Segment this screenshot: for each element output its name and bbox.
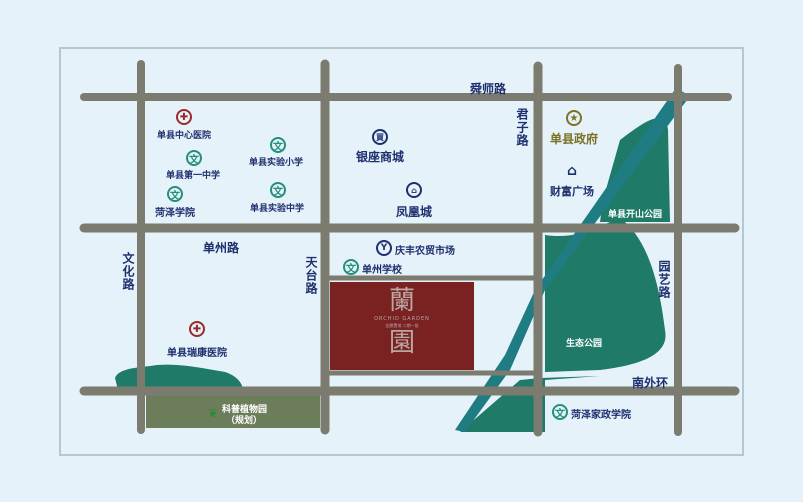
road-label-junzi: 君子路 <box>515 108 529 147</box>
logo-char-2: 園 <box>388 328 415 358</box>
poi-science-garden-note: （规划） <box>226 416 263 426</box>
poi-fenghuang-city[interactable]: 凤凰城 <box>396 205 433 219</box>
government-star-icon: ★ <box>566 110 582 126</box>
poi-housekeeping-college[interactable]: 菏泽家政学院 <box>571 410 631 421</box>
poi-heze-college[interactable]: 菏泽学院 <box>155 208 195 219</box>
poi-science-garden[interactable]: 科普植物园 <box>222 405 268 415</box>
poi-exp-primary[interactable]: 单县实验小学 <box>249 158 304 168</box>
building-icon: ⌂ <box>406 182 422 198</box>
school-icon: 文 <box>343 259 359 275</box>
road-label-shunshi: 舜师路 <box>470 82 507 96</box>
school-icon: 文 <box>552 404 568 420</box>
poi-kaishan-park[interactable]: 单县开山公园 <box>608 210 663 220</box>
market-sprout-icon: Y <box>376 240 392 256</box>
bank-icon: ⌂ <box>566 163 578 179</box>
school-icon: 文 <box>167 186 183 202</box>
hospital-icon: ✚ <box>176 109 192 125</box>
school-icon: 文 <box>270 182 286 198</box>
road-label-shanzhou: 单州路 <box>203 241 240 255</box>
poi-shanzhou-school[interactable]: 单州学校 <box>362 265 402 276</box>
road-label-yuanyi: 园艺路 <box>657 260 671 299</box>
shopping-icon: 買 <box>372 129 388 145</box>
hill-area <box>115 364 243 390</box>
logo-subtitle: 金鼎置地 二期一批 <box>385 323 419 328</box>
road-network <box>79 59 740 437</box>
project-site <box>330 282 474 370</box>
school-icon: 文 <box>270 137 286 153</box>
school-icon: 文 <box>186 150 202 166</box>
eco-park-area <box>545 218 666 372</box>
poi-eco-park[interactable]: 生态公园 <box>566 339 603 349</box>
eco-park-south-area <box>460 376 600 432</box>
map-frame <box>59 47 744 456</box>
poi-qingfeng-market[interactable]: 庆丰农贸市场 <box>395 246 455 257</box>
poi-exp-middle[interactable]: 单县实验中学 <box>250 204 305 214</box>
poi-ruikang-hospital[interactable]: 单县瑞康医院 <box>167 348 227 359</box>
science-garden-area <box>146 395 320 428</box>
logo-english: ORCHID GARDEN <box>374 316 430 322</box>
poi-yinzuo-mall[interactable]: 银座商城 <box>356 150 405 164</box>
road-label-tiantai: 天台路 <box>304 256 318 295</box>
sprout-icon: ❦ <box>207 406 219 420</box>
hospital-icon: ✚ <box>189 321 205 337</box>
road-label-nanwaihuan: 南外环 <box>632 376 669 390</box>
poi-no1-middle-school[interactable]: 单县第一中学 <box>166 171 221 181</box>
project-logo[interactable]: 蘭 ORCHID GARDEN 金鼎置地 二期一批 園 <box>330 282 474 370</box>
poi-county-gov[interactable]: 单县政府 <box>550 132 599 146</box>
logo-char-1: 蘭 <box>388 286 415 316</box>
river <box>455 88 690 432</box>
poi-central-hospital[interactable]: 单县中心医院 <box>157 131 212 141</box>
poi-wealth-plaza[interactable]: 财富广场 <box>550 185 594 198</box>
road-label-wenhua: 文化路 <box>121 252 135 291</box>
